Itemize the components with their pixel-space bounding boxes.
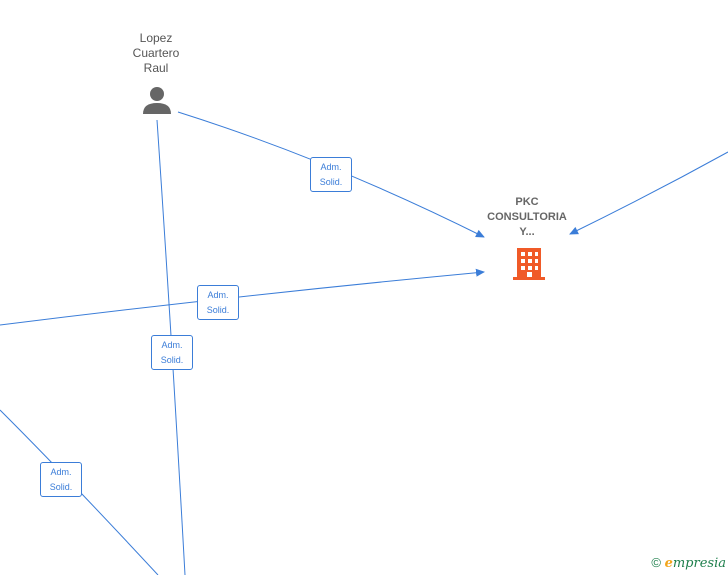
role-label-person-down[interactable]: Adm. Solid.	[151, 335, 193, 370]
role-label-line2: Solid.	[49, 482, 73, 492]
person-name-line3: Raul	[143, 61, 169, 75]
role-label-line2: Solid.	[206, 305, 230, 315]
person-name-line1: Lopez	[139, 31, 173, 45]
role-label-person-company[interactable]: Adm. Solid.	[310, 157, 352, 192]
brand-logo-e: e	[664, 556, 673, 571]
role-label-line2: Solid.	[319, 177, 343, 187]
copyright-icon: ©	[651, 555, 661, 570]
building-icon[interactable]	[513, 248, 545, 280]
role-label-lower-left[interactable]: Adm. Solid.	[40, 462, 82, 497]
company-name-label[interactable]: PKC CONSULTORIA Y...	[470, 195, 584, 240]
person-icon[interactable]	[143, 87, 171, 114]
edge-left-to-company	[0, 268, 485, 326]
role-label-line1: Adm.	[161, 340, 183, 350]
company-name-line3: Y...	[519, 226, 535, 238]
edge-right-to-company	[569, 151, 728, 235]
role-label-left-company[interactable]: Adm. Solid.	[197, 285, 239, 320]
role-label-line1: Adm.	[50, 467, 72, 477]
company-name-line2: CONSULTORIA	[487, 211, 567, 223]
role-label-line1: Adm.	[320, 162, 342, 172]
company-name-line1: PKC	[515, 196, 539, 208]
brand-logo-text: mpresia	[672, 556, 726, 571]
role-label-line2: Solid.	[160, 355, 184, 365]
footer-brand[interactable]: © empresia	[651, 555, 726, 571]
role-label-line1: Adm.	[207, 290, 229, 300]
person-name-line2: Cuartero	[132, 46, 180, 60]
person-name-label[interactable]: Lopez Cuartero Raul	[110, 31, 202, 76]
